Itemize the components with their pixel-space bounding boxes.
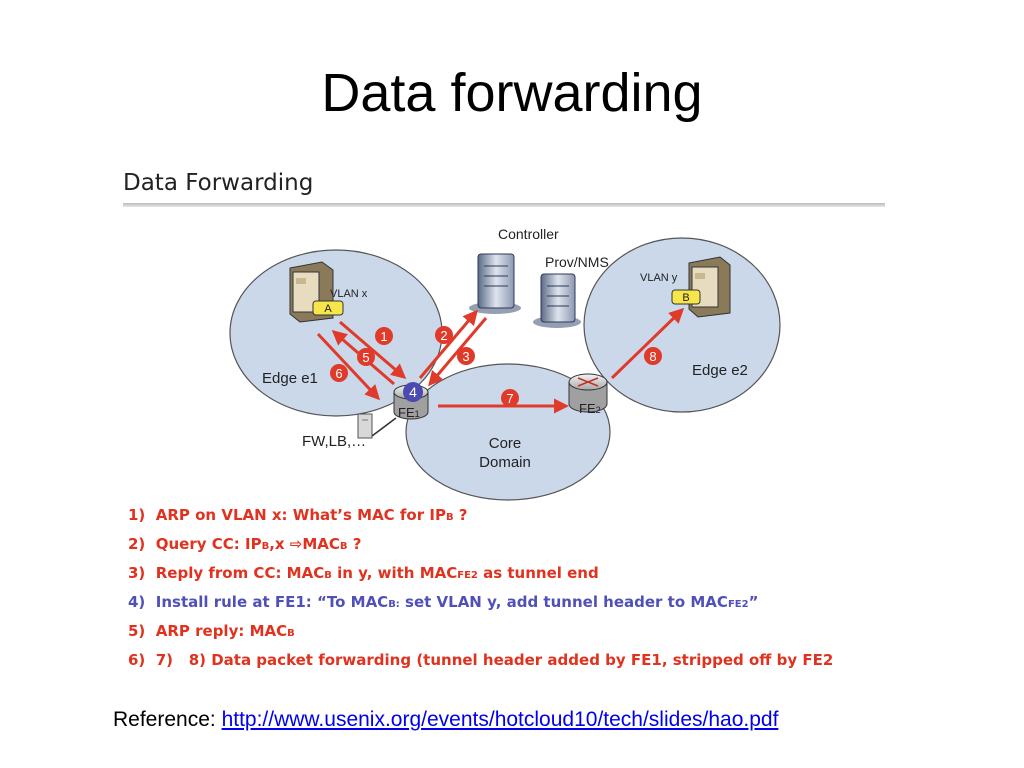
step-item: 6) 7) 8) Data packet forwarding (tunnel … [128,648,833,677]
label-host-b: B [682,292,689,304]
reference: Reference: http://www.usenix.org/events/… [113,708,778,732]
middlebox-link [371,417,397,437]
step-marker-4: 4 [403,382,423,402]
step-text: ” [748,593,759,611]
label-edge-e1: Edge e1 [262,370,318,387]
prov-nms-server-icon [533,273,581,328]
core-domain-cloud [405,363,611,501]
step-marker-7: 7 [501,389,519,407]
label-fe2: FE2 [579,401,601,416]
svg-text:3: 3 [462,349,469,364]
step-item: 5) ARP reply: MACB [128,619,833,648]
step-text: 7) 8) Data packet forwarding (tunnel hea… [155,651,834,669]
label-vlan-x: VLAN x [330,288,368,300]
label-vlan-y: VLAN y [640,272,678,284]
step-marker-1: 1 [375,327,393,345]
svg-text:1: 1 [380,329,387,344]
step-number: 1) [128,506,156,524]
step-text: Install rule at FE1: “To MAC [155,593,389,611]
step-text: Reply from CC: MAC [155,564,325,582]
label-domain: Domain [479,454,531,471]
step-subscript: FE2 [727,599,749,610]
step-subscript: B [324,570,332,581]
step-item: 2) Query CC: IPB,x ⇨MACB ? [128,532,833,561]
controller-server-icon [469,253,521,314]
step-text: ? [453,506,468,524]
label-middlebox: FW,LB,… [302,433,366,450]
step-marker-3: 3 [457,347,475,365]
step-marker-5: 5 [357,348,375,366]
arrow-step-3 [428,317,488,387]
reference-label: Reference: [113,708,222,731]
step-subscript: B [287,628,295,639]
step-item: 4) Install rule at FE1: “To MACB: set VL… [128,590,833,619]
step-item: 3) Reply from CC: MACB in y, with MACFE2… [128,561,833,590]
step-text: ,x ⇨MAC [269,535,340,553]
step-number: 6) [128,651,156,669]
step-text: Query CC: IP [155,535,262,553]
step-text: in y, with MAC [331,564,458,582]
label-fe1: FE1 [398,405,420,420]
host-a-tag [312,300,344,316]
step-text: ARP on VLAN x: What’s MAC for IP [155,506,446,524]
step-item: 1) ARP on VLAN x: What’s MAC for IPB ? [128,503,833,532]
step-number: 5) [128,622,156,640]
middlebox-icon [357,413,373,439]
step-subscript: B [261,541,270,552]
step-subscript: B [445,512,454,523]
arrow-step-1 [339,320,407,379]
label-controller: Controller [498,226,559,242]
reference-link[interactable]: http://www.usenix.org/events/hotcloud10/… [221,708,779,731]
step-text: set VLAN y, add tunnel header to MAC [399,593,728,611]
svg-text:2: 2 [440,328,447,343]
step-number: 4) [128,593,156,611]
host-b-tag [671,289,701,305]
svg-text:4: 4 [409,384,417,400]
step-marker-2: 2 [435,326,453,344]
svg-text:7: 7 [506,391,513,406]
step-marker-6: 6 [330,364,348,382]
step-subscript: B [339,541,348,552]
slide-title: Data forwarding [321,63,703,123]
step-number: 2) [128,535,156,553]
step-list: 1) ARP on VLAN x: What’s MAC for IPB ?2)… [128,503,833,677]
svg-text:6: 6 [335,366,342,381]
arrow-step-6 [316,332,381,401]
figure-title-rule [123,203,885,207]
step-subscript: FE2 [457,570,478,581]
edge-e2-cloud [583,237,781,413]
label-prov-nms: Prov/NMS [545,254,609,270]
label-host-a: A [324,303,332,315]
step-marker-8: 8 [644,347,662,365]
fe2-router-icon [568,373,608,413]
arrow-step-2 [418,309,478,379]
arrow-step-8 [610,307,685,380]
label-edge-e2: Edge e2 [692,362,748,379]
step-text: ARP reply: MAC [155,622,288,640]
svg-text:8: 8 [649,349,656,364]
svg-text:5: 5 [362,350,369,365]
label-core: Core [489,435,522,452]
step-subscript: B: [388,599,400,610]
figure-title: Data Forwarding [123,170,314,196]
step-text: as tunnel end [477,564,599,582]
step-text: ? [347,535,362,553]
host-b-server-icon [688,256,731,318]
step-number: 3) [128,564,156,582]
